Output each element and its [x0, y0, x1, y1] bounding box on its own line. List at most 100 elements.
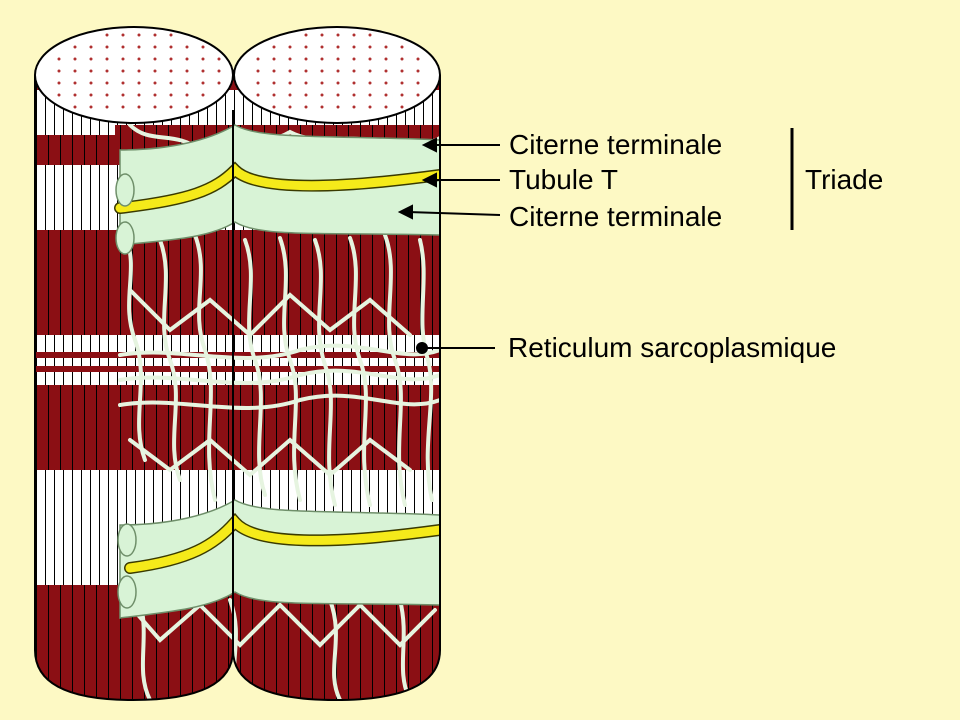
myofilament-dot: [137, 33, 141, 37]
myofilament-dots: [57, 33, 420, 109]
upper-triad: [114, 124, 440, 255]
myofilament-dot: [185, 45, 189, 49]
myofilament-dot: [57, 69, 61, 73]
myofilament-dot: [304, 105, 308, 109]
myofilament-dot: [256, 81, 260, 85]
myofilament-dot: [352, 93, 356, 97]
myofilament-dot: [352, 33, 356, 37]
myofilament-dot: [121, 33, 125, 37]
myofilament-dot: [368, 69, 372, 73]
myofilament-dot: [320, 81, 324, 85]
myofilament-dot: [352, 81, 356, 85]
myofilament-dot: [352, 57, 356, 61]
myofilament-dot: [336, 33, 340, 37]
myofilament-dot: [105, 33, 109, 37]
myofilament-dot: [368, 45, 372, 49]
myofilament-dot: [73, 69, 77, 73]
myofilament-dot: [400, 69, 404, 73]
myofilament-dot: [169, 69, 173, 73]
myofilament-dot: [336, 69, 340, 73]
myofilament-dot: [89, 93, 93, 97]
myofilament-dot: [272, 69, 276, 73]
myofilament-dot: [304, 81, 308, 85]
myofilament-dot: [153, 69, 157, 73]
myofilament-dot: [416, 81, 420, 85]
myofilament-dot: [256, 93, 260, 97]
myofilament-dot: [105, 45, 109, 49]
myofilament-dot: [384, 57, 388, 61]
myofilament-dot: [217, 81, 221, 85]
myofilament-dot: [89, 105, 93, 109]
myofilament-dot: [416, 69, 420, 73]
myofilament-dot: [320, 105, 324, 109]
myofilament-dot: [105, 105, 109, 109]
myofibril-body: [35, 75, 440, 700]
myofilament-dot: [288, 45, 292, 49]
myofilament-dot: [185, 81, 189, 85]
myofilament-dot: [169, 57, 173, 61]
myofilament-dot: [73, 93, 77, 97]
myofilament-dot: [201, 57, 205, 61]
myofilament-dot: [384, 69, 388, 73]
myofilament-dot: [400, 93, 404, 97]
fiber-outline: [34, 75, 441, 702]
reticulum-label: Reticulum sarcoplasmique: [508, 332, 837, 363]
myofilament-dot: [105, 57, 109, 61]
myofilament-dot: [153, 105, 157, 109]
myofilament-dot: [272, 105, 276, 109]
citerne-top-label: Citerne terminale: [509, 129, 723, 160]
myofilament-dot: [384, 81, 388, 85]
myofilament-dot: [153, 45, 157, 49]
myofilament-dot: [121, 81, 125, 85]
myofilament-dot: [57, 93, 61, 97]
myofilament-dot: [304, 57, 308, 61]
myofilament-dot: [201, 45, 205, 49]
myofilament-dot: [105, 93, 109, 97]
myofilament-dot: [256, 69, 260, 73]
myofilament-dot: [352, 45, 356, 49]
myofilament-dot: [73, 105, 77, 109]
myofilament-dot: [320, 33, 324, 37]
myofilament-dot: [137, 57, 141, 61]
myofilament-dot: [368, 93, 372, 97]
myofilament-dot: [352, 69, 356, 73]
myofilament-dot: [89, 45, 93, 49]
fiber-top-left: [34, 26, 234, 124]
myofilament-dot: [336, 45, 340, 49]
triade-label: Triade: [805, 164, 884, 195]
myofilament-dot: [185, 93, 189, 97]
myofilament-dot: [256, 57, 260, 61]
myofilament-dot: [137, 93, 141, 97]
myofilament-dot: [169, 33, 173, 37]
myofilament-dot: [336, 81, 340, 85]
myofilament-dot: [320, 93, 324, 97]
myofilament-dot: [400, 105, 404, 109]
myofilament-dot: [137, 45, 141, 49]
myofilament-dot: [272, 81, 276, 85]
myofilament-dot: [288, 93, 292, 97]
myofilament-dot: [272, 93, 276, 97]
myofilament-dot: [400, 57, 404, 61]
myofilament-dot: [105, 69, 109, 73]
myofilament-dot: [89, 57, 93, 61]
myofilament-dot: [416, 57, 420, 61]
myofilament-dot: [304, 69, 308, 73]
myofilament-dot: [400, 81, 404, 85]
myofilament-dot: [121, 105, 125, 109]
myofilament-dot: [137, 69, 141, 73]
myofilament-dot: [384, 105, 388, 109]
myofilament-dot: [288, 57, 292, 61]
tubule-t-label: Tubule T: [509, 164, 618, 195]
myofilament-dot: [73, 45, 77, 49]
myofilament-dot: [304, 33, 308, 37]
myofilament-dot: [288, 105, 292, 109]
pointer-lines: [397, 137, 501, 354]
myofilament-dot: [320, 57, 324, 61]
myofilament-dot: [336, 93, 340, 97]
myofilament-dot: [57, 57, 61, 61]
myofilament-dot: [304, 93, 308, 97]
myofilament-dot: [217, 57, 221, 61]
myofilament-dot: [288, 81, 292, 85]
myofilament-dot: [304, 45, 308, 49]
